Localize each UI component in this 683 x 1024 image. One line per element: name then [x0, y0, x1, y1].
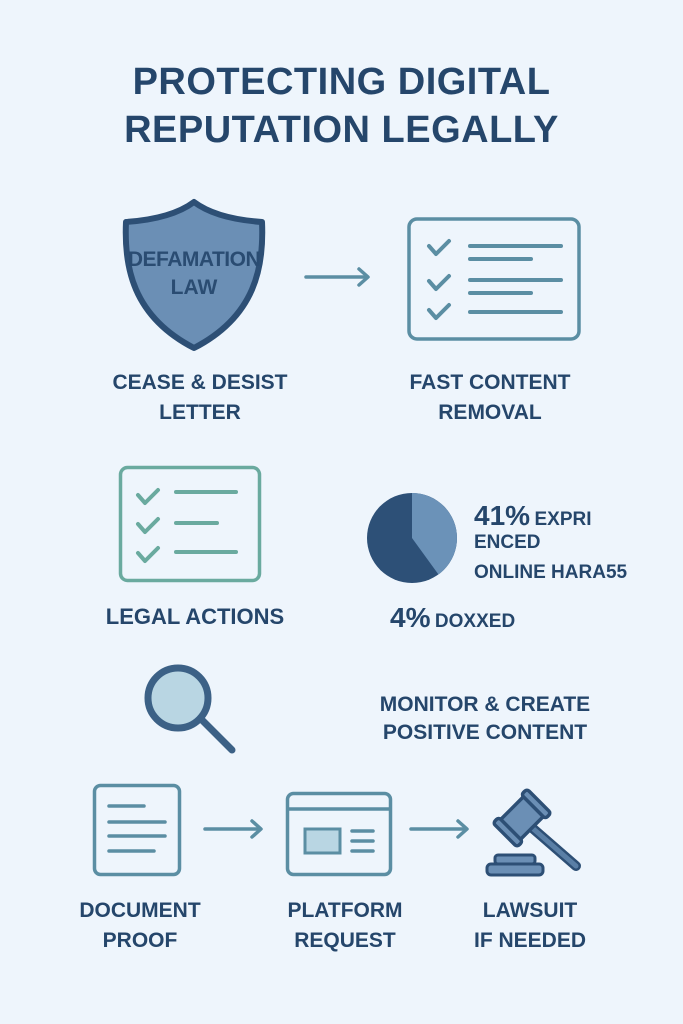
cease-desist-label-line-2: LETTER: [159, 401, 241, 424]
browser-window-icon: [285, 791, 393, 877]
checklist-icon: [406, 216, 582, 342]
platform-request-label-line-2: REQUEST: [294, 929, 396, 952]
doxxed-percent: 4%: [390, 602, 431, 633]
shield-icon: [118, 196, 270, 354]
checklist-icon: [118, 465, 262, 583]
page-title-line-2: REPUTATION LEGALLY: [124, 109, 559, 151]
arrow-right-icon: [408, 818, 472, 840]
monitor-label-line-2: POSITIVE CONTENT: [382, 721, 588, 744]
arrow-right-icon: [202, 818, 266, 840]
harassment-text-1: EXPRI: [534, 509, 592, 530]
harassment-text-2: ENCED: [474, 532, 541, 553]
doxxed-stat: 4% DOXXED: [390, 602, 515, 634]
gavel-icon: [482, 786, 586, 880]
arrow-right-icon: [303, 266, 373, 288]
harassment-stat-line-1: 41% EXPRI: [474, 500, 592, 532]
magnifier-icon: [140, 662, 240, 756]
fast-removal-label-line-2: REMOVAL: [438, 401, 542, 424]
fast-removal-label-line-1: FAST CONTENT: [409, 371, 571, 394]
shield-text-line-2: LAW: [170, 276, 218, 299]
legal-actions-label: LEGAL ACTIONS: [105, 604, 285, 629]
cease-desist-label-line-1: CEASE & DESIST: [112, 371, 288, 394]
document-icon: [92, 783, 182, 877]
document-proof-label-line-2: PROOF: [102, 929, 178, 952]
harassment-percent: 41%: [474, 500, 531, 531]
monitor-label-line-1: MONITOR & CREATE: [379, 693, 591, 716]
lawsuit-label-line-1: LAWSUIT: [482, 899, 578, 922]
pie-chart: [366, 492, 458, 584]
shield-text-line-1: DEFAMATION: [127, 248, 261, 271]
harassment-text-3: ONLINE HARA55: [474, 562, 628, 583]
document-proof-label-line-1: DOCUMENT: [79, 899, 201, 922]
platform-request-label-line-1: PLATFORM: [287, 899, 403, 922]
page-title-line-1: PROTECTING DIGITAL: [132, 61, 551, 103]
doxxed-text: DOXXED: [434, 611, 516, 632]
lawsuit-label-line-2: IF NEEDED: [473, 929, 586, 952]
